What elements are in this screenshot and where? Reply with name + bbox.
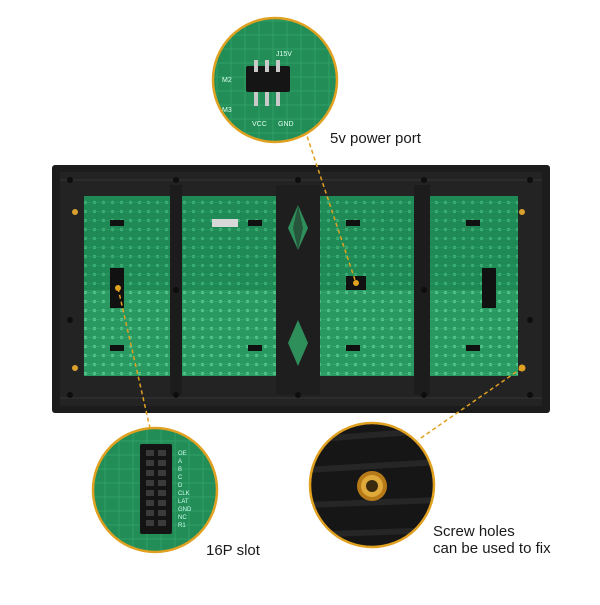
slot-pin-label: OE <box>178 451 187 457</box>
slot-pin <box>158 490 166 496</box>
silk-j15v: J15V <box>276 51 292 58</box>
slot-pin <box>146 480 154 486</box>
slot-pin-label: CLK <box>178 491 190 497</box>
slot-pin-label: NC <box>178 515 187 521</box>
slot-pin <box>146 490 154 496</box>
silk-m3: M3 <box>222 107 232 114</box>
slot-pin-label: LAT <box>178 499 189 505</box>
silk-m2: M2 <box>222 77 232 84</box>
slot-pin <box>158 470 166 476</box>
power-port-label: 5v power port <box>330 130 421 147</box>
zoom-screw-hole <box>310 423 434 547</box>
zoom-power-port: J15V VCC GND M2 M3 <box>213 18 337 142</box>
slot-pin <box>146 460 154 466</box>
slot-pin <box>158 520 166 526</box>
silk-gnd: GND <box>278 121 294 128</box>
slot-pin-label: R1 <box>178 523 186 529</box>
slot-pin-label: B <box>178 467 182 473</box>
leader-slot <box>117 287 151 429</box>
slot-pin-label: C <box>178 475 183 481</box>
slot-pin <box>158 510 166 516</box>
leader-screw <box>417 367 523 441</box>
slot-pin <box>146 510 154 516</box>
slot-pin-label: D <box>178 483 183 489</box>
slot-label: 16P slot <box>206 542 260 559</box>
slot-pin <box>158 500 166 506</box>
slot-pin <box>158 460 166 466</box>
led-module-panel <box>52 165 550 413</box>
slot-pin <box>146 470 154 476</box>
slot-pin <box>158 480 166 486</box>
slot-pin <box>146 500 154 506</box>
leader-lines <box>117 129 523 441</box>
leader-power <box>304 129 357 284</box>
slot-pin <box>146 520 154 526</box>
slot-pin <box>158 450 166 456</box>
slot-pin-label: A <box>178 459 182 465</box>
pcb-module-1 <box>84 196 170 376</box>
slot-pin <box>146 450 154 456</box>
pcb-module-3 <box>320 196 414 376</box>
screw-hole-label-line1: Screw holes <box>433 523 515 540</box>
screw-hole-label: Screw holes can be used to fix <box>433 523 551 557</box>
silk-vcc: VCC <box>252 121 267 128</box>
frame-holes <box>67 177 533 398</box>
slot-pin-label: GND <box>178 507 192 513</box>
screw-hole-label-line2: can be used to fix <box>433 540 551 557</box>
